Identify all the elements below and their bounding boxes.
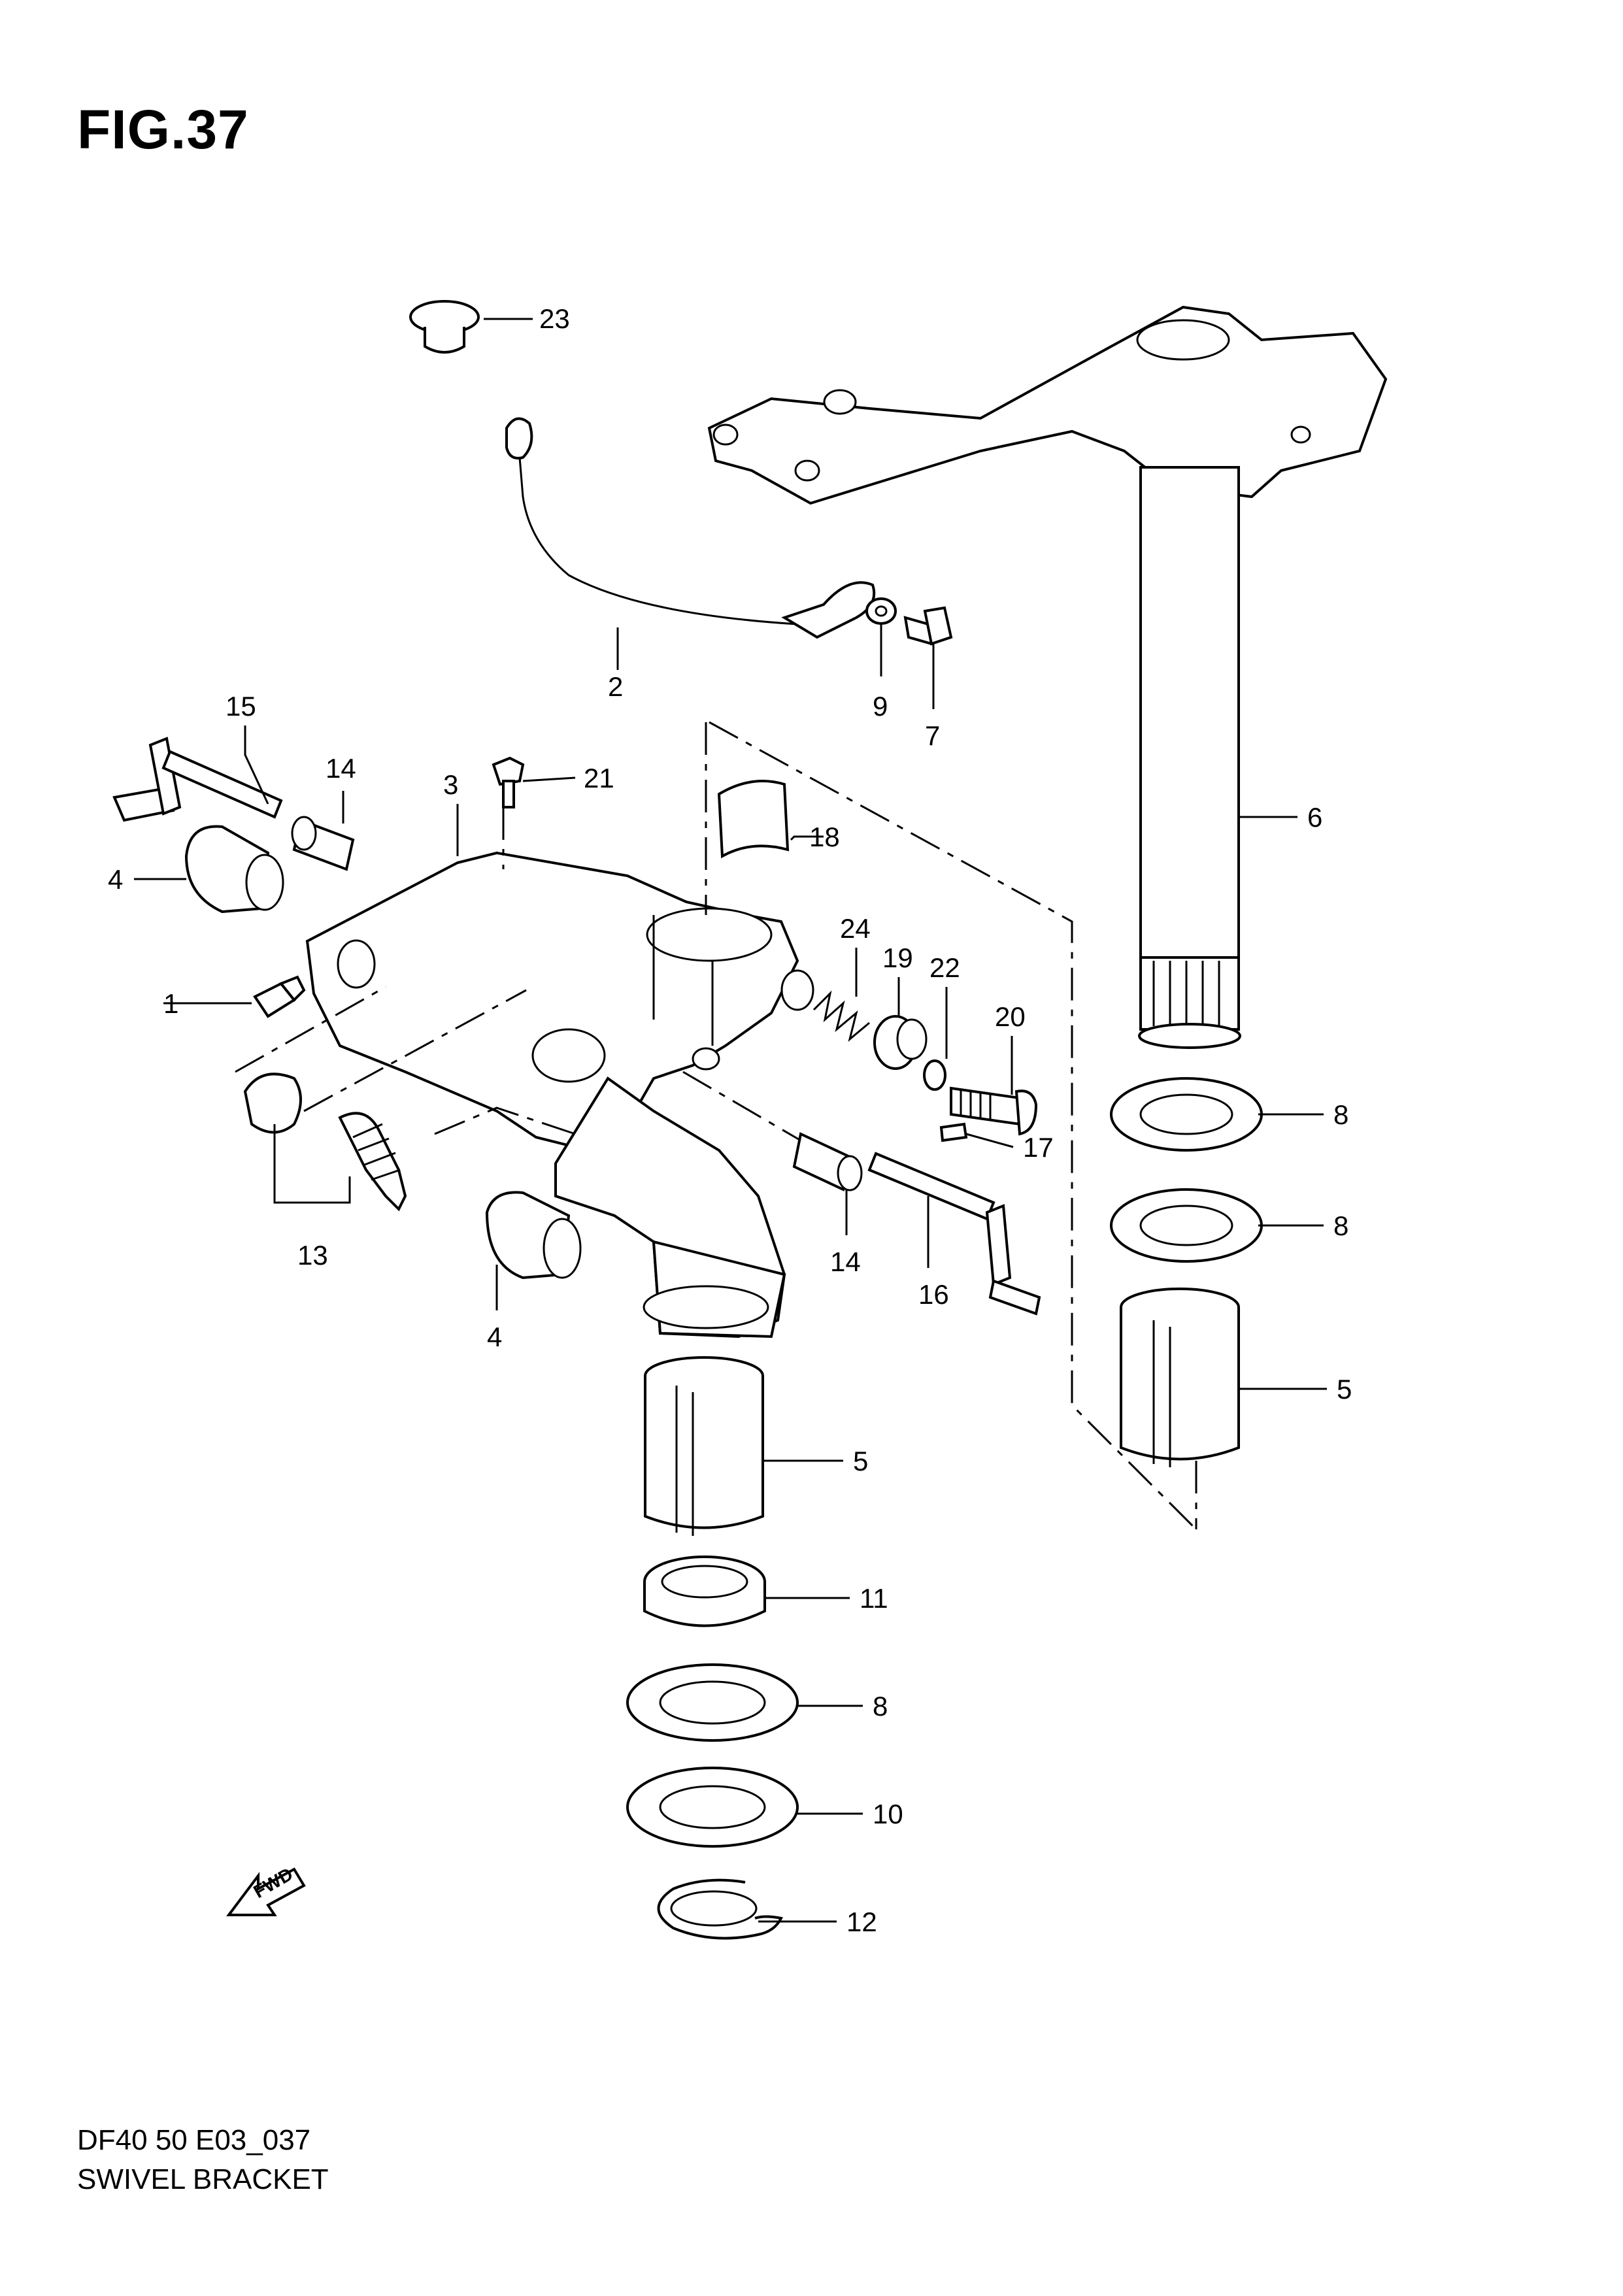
callout-15: 15 [226, 691, 256, 722]
part-17-pin [939, 1122, 968, 1142]
callout-3: 3 [443, 769, 458, 800]
callout-21: 21 [584, 763, 614, 793]
callout-7: 7 [925, 720, 940, 751]
part-8-washer-right-upper [1110, 1077, 1263, 1152]
part-1-grease-nipple [253, 975, 306, 1018]
part-21-bolt [492, 756, 525, 808]
callout-23: 23 [539, 303, 570, 334]
callout-4-lower: 4 [487, 1322, 502, 1352]
part-6-steering-shaft [707, 305, 1388, 1049]
callout-16: 16 [918, 1279, 949, 1310]
part-8-washer-lower [626, 1663, 799, 1742]
callout-10: 10 [873, 1799, 903, 1829]
part-10-washer [626, 1767, 799, 1848]
part-5-bushing-right [1120, 1288, 1240, 1467]
diagram-name: SWIVEL BRACKET [77, 2163, 329, 2195]
callout-6: 6 [1307, 802, 1322, 833]
callout-20: 20 [995, 1001, 1026, 1032]
part-13-spring-assembly [243, 1073, 407, 1212]
part-4-bushing-upper [184, 825, 284, 914]
callout-labels: 23 2 9 7 6 15 14 3 4 21 18 1 24 19 22 20… [108, 303, 1352, 1937]
part-11-oil-seal [643, 1556, 766, 1627]
callout-9: 9 [873, 691, 888, 722]
callout-8-right-upper: 8 [1333, 1099, 1348, 1130]
part-3-swivel-bracket [305, 851, 814, 1339]
part-7-bolt [903, 606, 953, 646]
part-16-tilt-rod [867, 1152, 1041, 1316]
part-15-tilt-pin [112, 737, 283, 822]
part-23-plug [409, 300, 480, 354]
part-24-spring [812, 990, 870, 1042]
callout-8-right-lower: 8 [1333, 1210, 1348, 1241]
callout-14-lower: 14 [830, 1246, 861, 1277]
part-5-bushing-lower [644, 1356, 764, 1536]
callout-24: 24 [840, 913, 871, 944]
figure-title: FIG.37 [77, 99, 249, 160]
part-8-washer-right-lower [1110, 1188, 1263, 1263]
callout-14-upper: 14 [326, 753, 356, 784]
fwd-arrow: FWD [226, 1863, 306, 1916]
part-14-bushing-lower [792, 1132, 863, 1191]
callout-11: 11 [860, 1583, 888, 1614]
part-19-seal [873, 1015, 928, 1070]
part-22-washer [923, 1059, 946, 1091]
part-4-bushing-lower [485, 1191, 582, 1280]
callout-5-right: 5 [1337, 1374, 1352, 1405]
callout-19: 19 [882, 942, 913, 973]
callout-5-lower: 5 [853, 1446, 868, 1476]
part-14-bushing-upper [291, 816, 355, 871]
diagram-code: DF40 50 E03_037 [77, 2124, 311, 2156]
part-12-circlip [657, 1878, 783, 1940]
callout-12: 12 [846, 1906, 877, 1937]
alignment-lines [235, 721, 1197, 1531]
callout-4-upper: 4 [108, 864, 123, 895]
callout-8-lower: 8 [873, 1691, 888, 1722]
callout-1: 1 [163, 988, 178, 1019]
callout-2: 2 [608, 671, 623, 702]
part-9-washer [865, 597, 897, 625]
callout-18: 18 [809, 822, 840, 852]
part-18-wedge [717, 780, 790, 859]
leader-lines [134, 318, 1327, 1923]
part-2-ground-wire [505, 417, 876, 639]
part-20-bolt [950, 1086, 1038, 1136]
callout-22: 22 [929, 952, 960, 983]
callout-13: 13 [297, 1240, 328, 1271]
callout-17: 17 [1023, 1132, 1054, 1163]
